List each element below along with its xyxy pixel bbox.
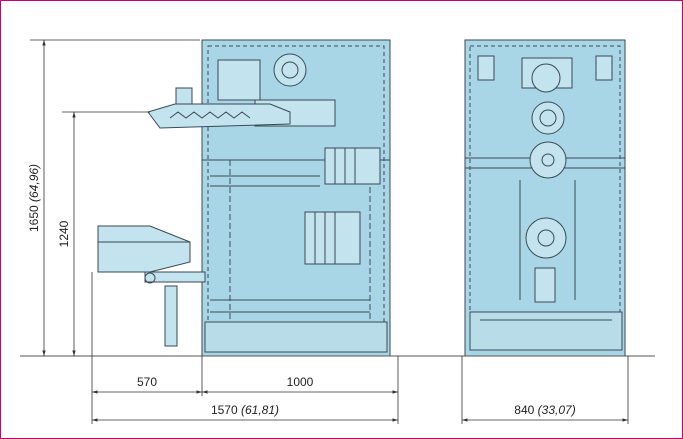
front-view	[464, 39, 626, 357]
motor-upper	[324, 147, 381, 185]
dim-label-width-feeder: 570	[137, 375, 157, 389]
outlet-tray	[97, 225, 191, 273]
motor-lower	[304, 211, 361, 265]
dim-label-width-body: 1000	[287, 375, 314, 389]
dim-label-depth: 840 (33,07)	[514, 403, 575, 417]
dim-label-height-total: 1650 (64,96)	[27, 164, 41, 232]
dimension-lines	[30, 39, 629, 424]
inlet-hopper	[147, 103, 291, 129]
dim-label-length-total: 1570 (61,81)	[211, 403, 279, 417]
dim-label-height-inlet: 1240	[57, 220, 71, 247]
front-cabinet	[464, 39, 626, 357]
side-view	[97, 39, 391, 357]
